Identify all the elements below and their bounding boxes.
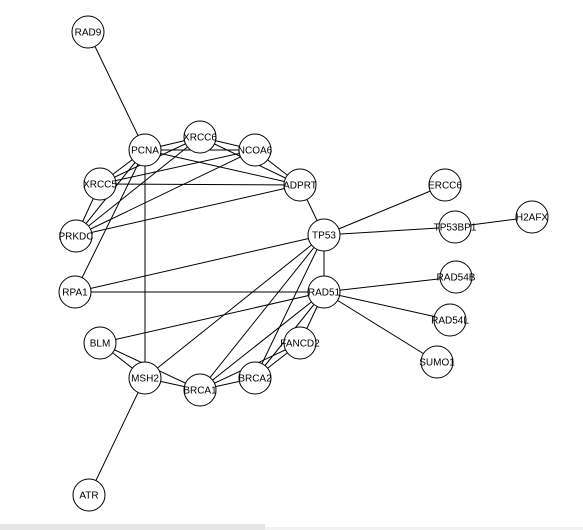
node-label: BLM — [90, 339, 111, 350]
node-circle — [128, 361, 162, 395]
edge-tp53-brca1 — [199, 234, 325, 391]
edge-rad51-blm — [99, 291, 325, 344]
edge-pcna-adprt — [144, 149, 301, 186]
node-label: FANCD2 — [280, 339, 320, 350]
node-circle — [58, 275, 92, 309]
node-label: RAD54B — [437, 273, 476, 284]
node-circle — [72, 478, 106, 512]
node-brca1[interactable]: BRCA1 — [183, 373, 217, 407]
node-rad51[interactable]: RAD51 — [307, 275, 341, 309]
node-rad54b[interactable]: RAD54B — [437, 260, 476, 294]
node-circle — [515, 200, 549, 234]
node-circle — [183, 120, 217, 154]
node-label: H2AFX — [516, 213, 549, 224]
edge-tp53-brca2 — [254, 234, 325, 379]
node-circle — [83, 167, 117, 201]
node-label: XRCC6 — [183, 133, 217, 144]
edge-pcna-rpa1 — [74, 149, 146, 293]
node-circle — [428, 168, 462, 202]
node-circle — [283, 168, 317, 202]
edge-ncoa6-xrcc5 — [99, 149, 256, 185]
node-circle — [83, 326, 117, 360]
node-circle — [307, 275, 341, 309]
node-adprt[interactable]: ADPRT — [283, 168, 317, 202]
node-xrcc5[interactable]: XRCC5 — [83, 167, 117, 201]
edge-prkdc-adprt — [75, 184, 301, 237]
node-pcna[interactable]: PCNA — [128, 133, 162, 167]
node-xrcc6[interactable]: XRCC6 — [183, 120, 217, 154]
edge-rad51-rad54l — [323, 291, 451, 321]
edge-xrcc6-prkdc — [75, 136, 201, 237]
node-sumo1[interactable]: SUMO1 — [419, 345, 455, 379]
node-label: ERCC6 — [428, 181, 462, 192]
node-rpa1[interactable]: RPA1 — [58, 275, 92, 309]
node-label: RPA1 — [62, 288, 88, 299]
node-label: TP53 — [312, 231, 336, 242]
node-tp53[interactable]: TP53 — [307, 218, 341, 252]
node-label: NCOA6 — [238, 146, 273, 157]
node-circle — [71, 15, 105, 49]
edge-tp53-ercc6 — [323, 184, 446, 236]
edge-msh2-atr — [88, 377, 146, 496]
node-h2afx[interactable]: H2AFX — [515, 200, 549, 234]
node-label: BRCA1 — [183, 386, 217, 397]
node-label: RAD9 — [75, 28, 102, 39]
node-msh2[interactable]: MSH2 — [128, 361, 162, 395]
node-label: ATR — [79, 491, 98, 502]
edge-ncoa6-prkdc — [75, 149, 256, 237]
node-label: BRCA2 — [238, 374, 272, 385]
node-label: MSH2 — [131, 374, 159, 385]
node-circle — [433, 303, 467, 337]
bottom-bar — [0, 524, 265, 530]
node-circle — [307, 218, 341, 252]
edge-rad51-brca1 — [199, 291, 325, 391]
node-rad9[interactable]: RAD9 — [71, 15, 105, 49]
node-atr[interactable]: ATR — [72, 478, 106, 512]
node-circle — [420, 345, 454, 379]
node-label: XRCC5 — [83, 180, 117, 191]
node-label: RAD54L — [431, 316, 469, 327]
node-label: RAD51 — [308, 288, 341, 299]
node-blm[interactable]: BLM — [83, 326, 117, 360]
node-circle — [283, 326, 317, 360]
node-label: TP53BP1 — [434, 223, 477, 234]
node-label: PCNA — [131, 146, 159, 157]
edge-tp53-rpa1 — [74, 234, 325, 293]
node-circle — [183, 373, 217, 407]
node-ncoa6[interactable]: NCOA6 — [238, 133, 273, 167]
node-brca2[interactable]: BRCA2 — [238, 361, 272, 395]
edge-xrcc5-adprt — [99, 183, 301, 186]
edge-rad51-sumo1 — [323, 291, 438, 363]
node-circle — [59, 219, 93, 253]
edge-tp53-tp53bp1 — [323, 226, 456, 236]
edge-rad9-pcna — [87, 31, 146, 151]
node-circle — [438, 210, 472, 244]
node-tp53bp1[interactable]: TP53BP1 — [434, 210, 477, 244]
bottom-bar-right — [265, 527, 583, 530]
node-label: PRKDC — [58, 232, 93, 243]
node-circle — [238, 361, 272, 395]
node-prkdc[interactable]: PRKDC — [58, 219, 94, 253]
node-circle — [128, 133, 162, 167]
node-ercc6[interactable]: ERCC6 — [428, 168, 462, 202]
node-fancd2[interactable]: FANCD2 — [280, 326, 320, 360]
node-label: ADPRT — [283, 181, 317, 192]
node-circle — [439, 260, 473, 294]
node-label: SUMO1 — [419, 358, 455, 369]
edge-rad51-rad54b — [323, 276, 457, 293]
edge-tp53-msh2 — [144, 234, 325, 379]
node-circle — [238, 133, 272, 167]
node-rad54l[interactable]: RAD54L — [431, 303, 469, 337]
